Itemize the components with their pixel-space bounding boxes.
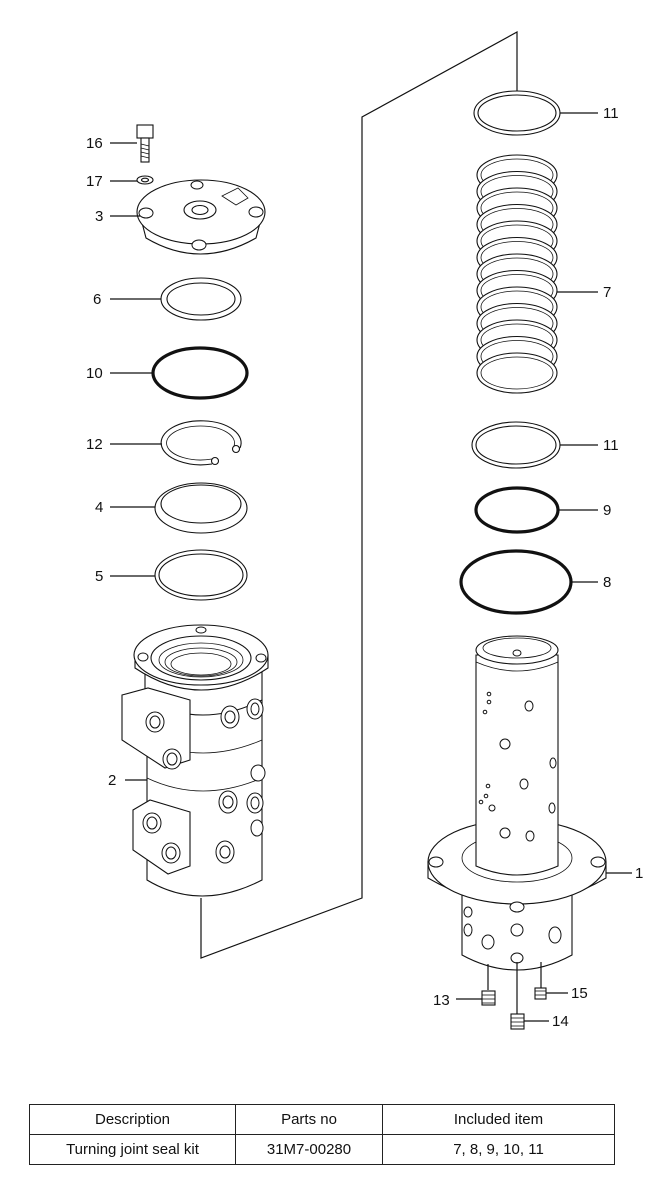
exploded-parts-diagram: 16 17 3 6 10 12 4 [86,30,643,1030]
part-12-snap-ring [160,420,242,466]
callout-5: 5 [95,568,103,585]
part-6-ring [160,277,242,321]
callout-7: 7 [603,284,611,301]
ring-stack-ring-inner [480,356,554,390]
callout-10: 10 [86,365,103,382]
callout-3: 3 [95,208,103,225]
table-header-row: Description Parts no Included item [29,1104,615,1135]
part-2-hub [121,624,269,897]
table-row: Turning joint seal kit 31M7-00280 7, 8, … [29,1134,615,1165]
part-7-ring-stack [476,154,558,394]
callout-17: 17 [86,173,103,190]
callout-11-lower: 11 [603,437,619,454]
part-14-plug [510,1013,525,1030]
part-11-ring-lower [471,421,561,469]
part-4-ring [154,482,248,534]
seal-kit-table: Description Parts no Included item Turni… [29,1104,615,1165]
column-header-included-item: Included item [382,1104,615,1135]
cell-description: Turning joint seal kit [29,1134,236,1165]
cell-included-item: 7, 8, 9, 10, 11 [382,1134,615,1165]
part-15-plug [534,987,547,1000]
part-17-washer [136,175,154,185]
part-11-ring-top [473,90,561,136]
part-1-shaft [427,635,607,971]
callout-12: 12 [86,436,103,453]
callout-4: 4 [95,499,103,516]
part-13-plug [481,990,496,1006]
ring-stack-ring [476,352,558,394]
cell-parts-no: 31M7-00280 [235,1134,383,1165]
part-3-cover [136,179,266,255]
part-16-bolt [136,124,154,163]
callout-11-top: 11 [603,105,619,122]
part-9-o-ring [474,486,560,534]
callout-13: 13 [433,992,450,1009]
assembly-guide-line [200,30,518,959]
callout-6: 6 [93,291,101,308]
callout-16: 16 [86,135,103,152]
callout-15: 15 [571,985,588,1002]
callout-9: 9 [603,502,611,519]
callout-1: 1 [635,865,643,882]
column-header-description: Description [29,1104,236,1135]
callout-8: 8 [603,574,611,591]
column-header-parts-no: Parts no [235,1104,383,1135]
callout-2: 2 [108,772,116,789]
part-5-ring [154,549,248,601]
part-10-o-ring [151,346,249,400]
part-8-o-ring [459,549,573,615]
callout-14: 14 [552,1013,569,1030]
